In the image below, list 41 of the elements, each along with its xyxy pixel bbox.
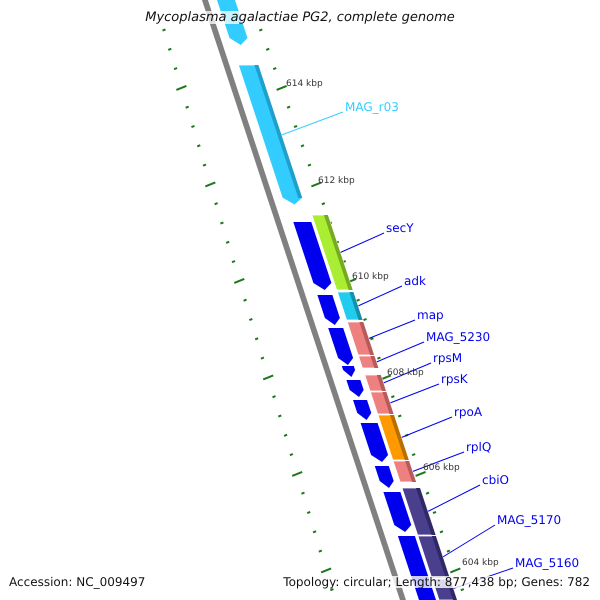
gene-block — [311, 214, 354, 290]
leader-line — [376, 342, 424, 362]
scale-label: 614 kbp — [286, 80, 323, 89]
gene-label: MAG_5170 — [497, 514, 562, 526]
leader-line — [382, 362, 432, 384]
leader-line — [340, 232, 384, 253]
leader-line — [442, 524, 496, 558]
diagram-title: Mycoplasma agalactiae PG2, complete genome — [145, 11, 455, 24]
scale-label: 612 kbp — [318, 177, 355, 186]
gene-block — [392, 460, 417, 482]
leader-line — [281, 112, 344, 136]
gene-block — [336, 292, 364, 320]
gene-block — [364, 374, 387, 392]
leader-line — [390, 384, 440, 404]
gene-label: MAG_5160 — [515, 557, 580, 569]
gene-label: secY — [386, 222, 414, 234]
gene-label: cbiO — [482, 474, 509, 486]
accession-text: Accession: NC_009497 — [9, 576, 146, 588]
leader-line — [357, 286, 402, 306]
gene-label: map — [417, 309, 444, 321]
gene-label: MAG_5230 — [426, 331, 490, 343]
leader-line — [412, 452, 464, 472]
gene-block — [377, 414, 410, 460]
gene-label: MAG_r03 — [345, 101, 399, 113]
gene-label: adk — [404, 275, 426, 287]
gene-label: rpsM — [433, 352, 462, 364]
summary-text: Topology: circular; Length: 877,438 bp; Genes: 782 — [283, 576, 590, 588]
gene-label: rplQ — [466, 441, 492, 453]
leader-line — [400, 416, 452, 438]
leader-line — [427, 484, 480, 512]
gene-block — [238, 64, 303, 206]
gene-label: rpoA — [454, 406, 482, 418]
gene-block — [401, 488, 436, 536]
gene-block — [370, 392, 394, 414]
scale-label: 604 kbp — [462, 559, 499, 568]
scale-label: 610 kbp — [352, 273, 389, 282]
scale-label: 608 kbp — [387, 369, 424, 378]
gene-block — [358, 356, 379, 368]
gene-label: rpsK — [441, 373, 468, 385]
scale-label: 606 kbp — [423, 464, 460, 473]
leader-line — [368, 320, 416, 339]
